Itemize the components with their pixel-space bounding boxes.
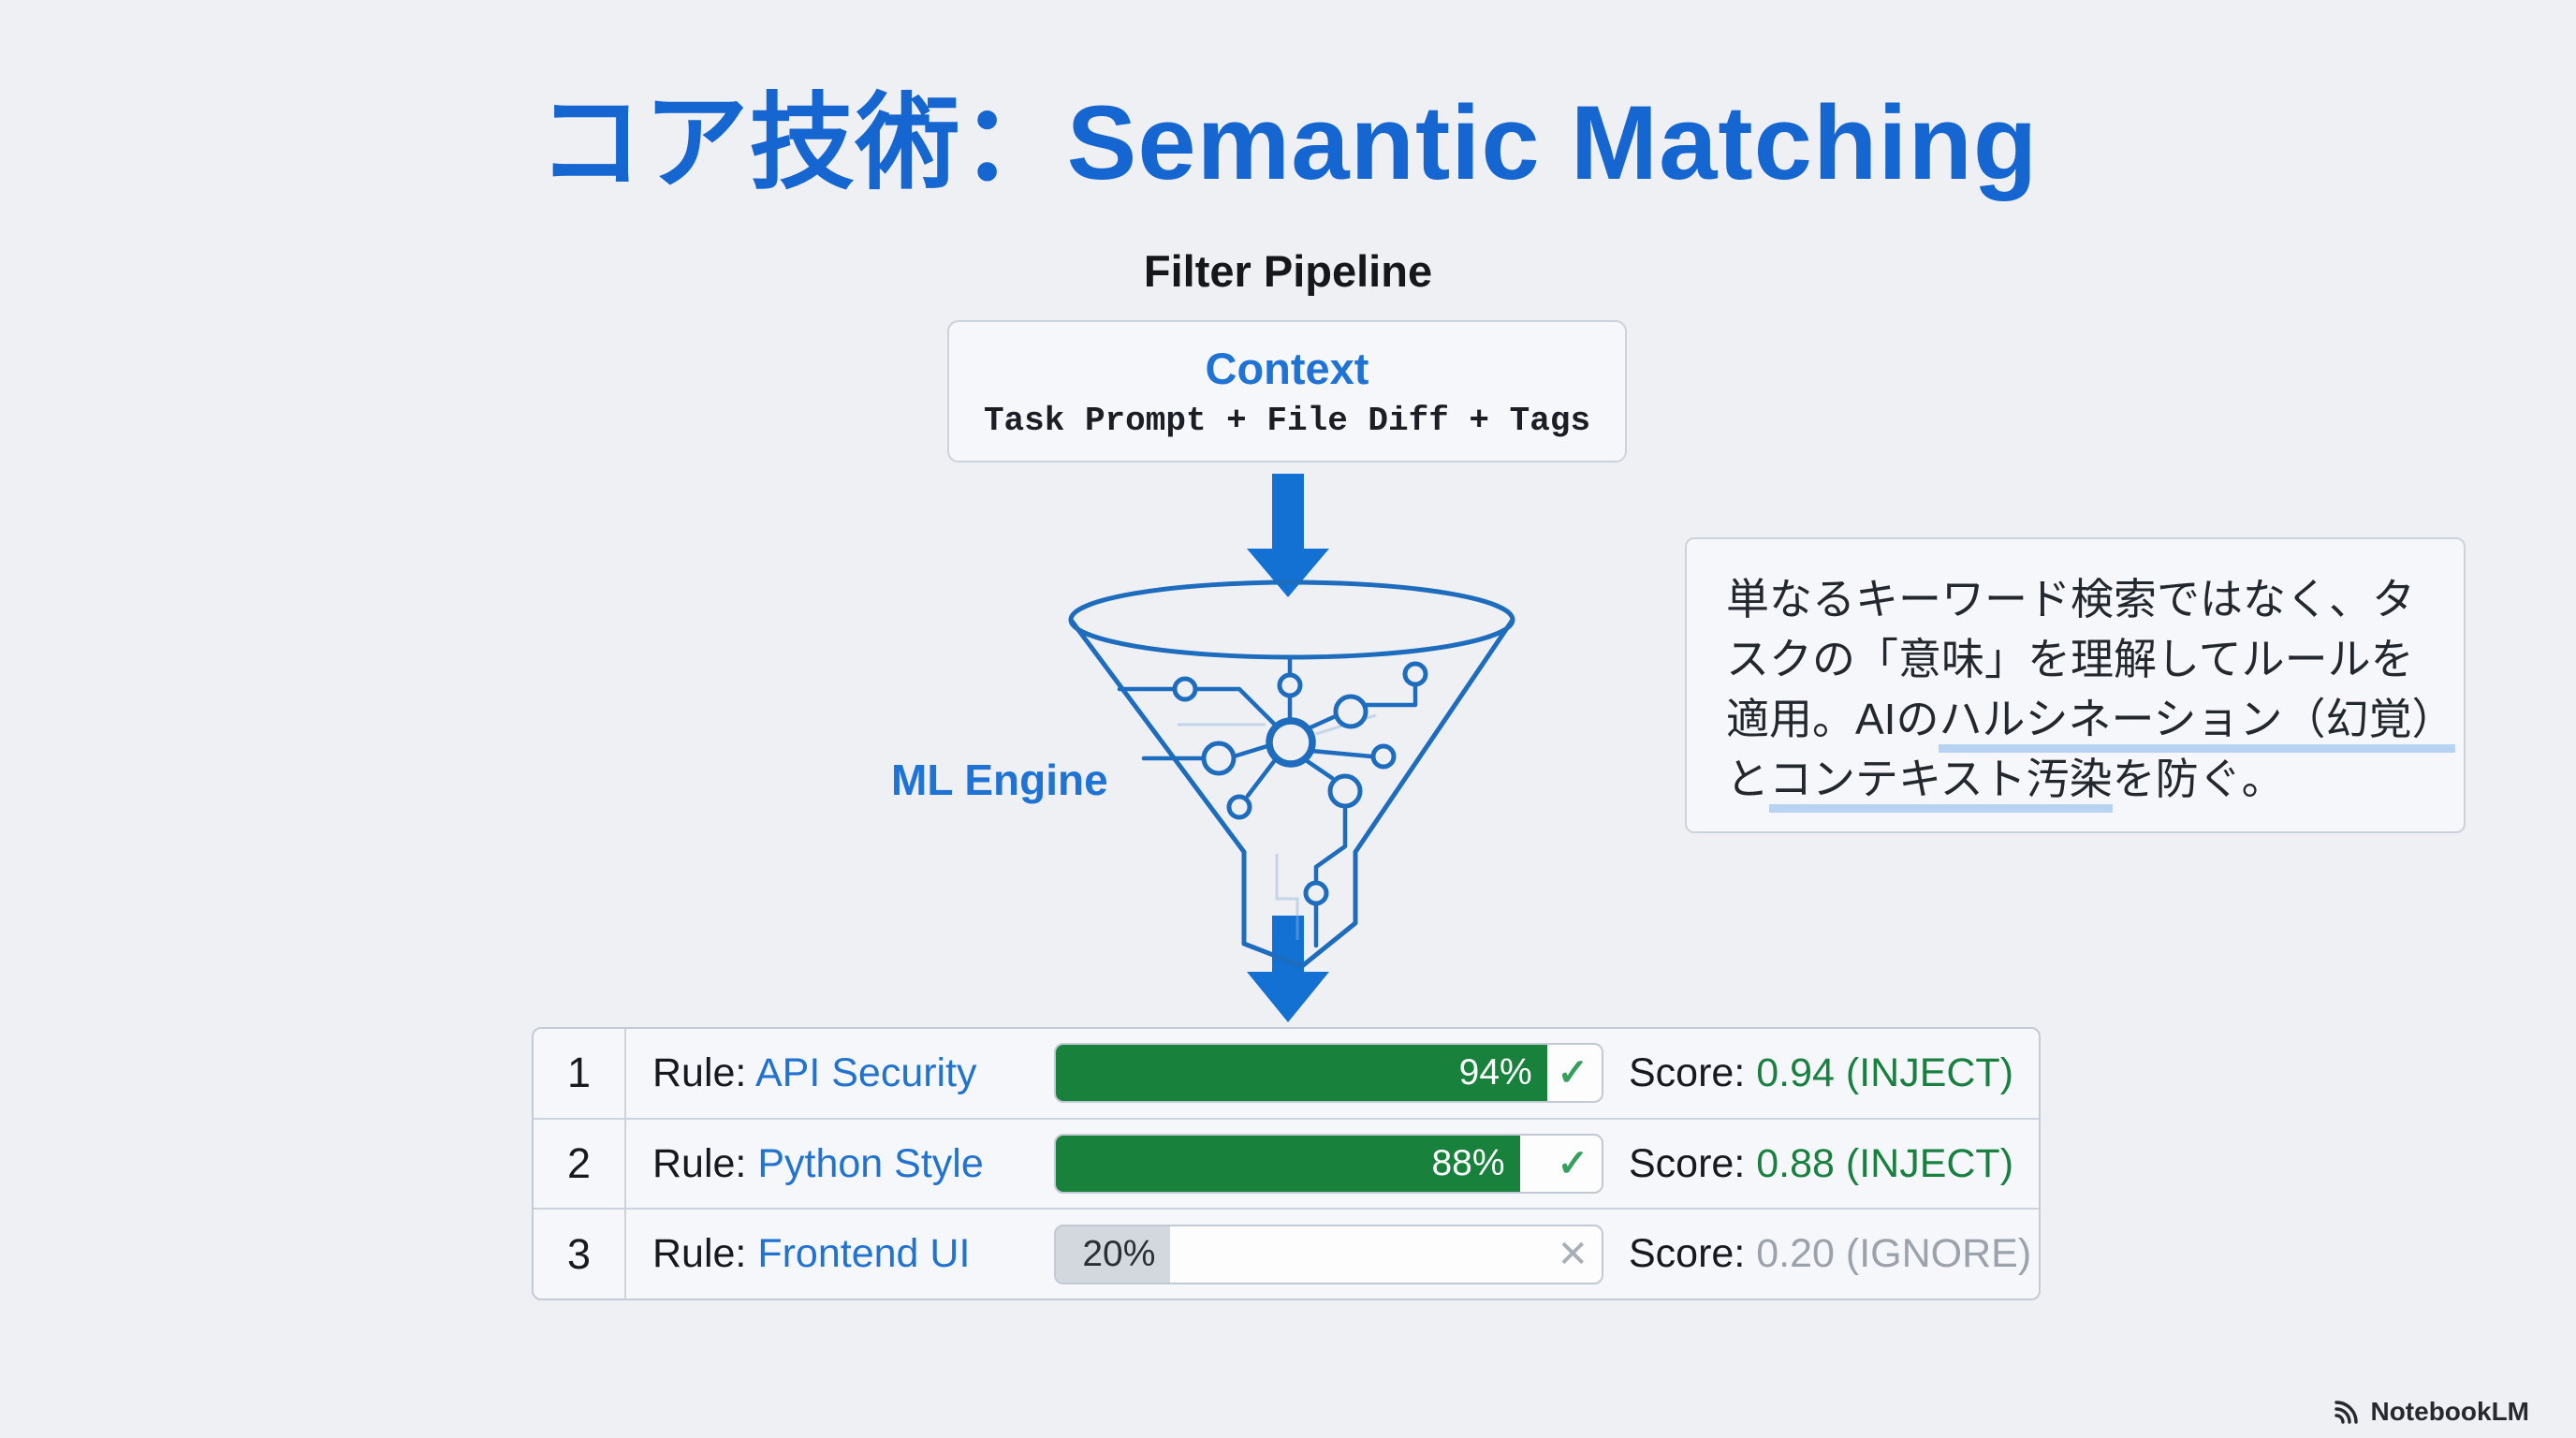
table-row: 2 Rule: Python Style 88% ✓ Score: 0.88 (… — [534, 1119, 2039, 1211]
page-title: コア技術：Semantic Matching — [537, 84, 2039, 201]
match-bar-cell: 94% ✓ — [1054, 1043, 1608, 1104]
progress-track: 20% ✕ — [1054, 1224, 1603, 1284]
results-table: 1 Rule: API Security 94% ✓ Score: 0.94 (… — [532, 1027, 2041, 1300]
progress-track: 94% ✓ — [1054, 1043, 1603, 1104]
score-value: 0.94 (INJECT) — [1756, 1049, 2014, 1095]
x-icon: ✕ — [1557, 1233, 1588, 1275]
progress-fill: 20% — [1056, 1225, 1171, 1283]
rule-name: API Security — [754, 1049, 977, 1095]
notebooklm-logo-text: NotebookLM — [2370, 1397, 2529, 1426]
info-callout: 単なるキーワード検索ではなく、タ スクの「意味」を理解してルールを 適用。AIの… — [1685, 537, 2466, 833]
rule-label: Rule: — [652, 1140, 747, 1186]
score-label: Score: — [1629, 1231, 1746, 1277]
rule-name: Python Style — [757, 1140, 984, 1186]
progress-fill: 88% — [1056, 1136, 1520, 1192]
rule-cell: Rule: API Security — [626, 1050, 1054, 1096]
funnel-icon — [1065, 573, 1518, 982]
context-box-title: Context — [1205, 344, 1369, 393]
rule-label: Rule: — [652, 1049, 747, 1095]
rule-cell: Rule: Frontend UI — [626, 1231, 1054, 1277]
score-cell: Score: 0.88 (INJECT) — [1608, 1141, 2013, 1187]
score-value: 0.20 (IGNORE) — [1756, 1231, 2032, 1277]
check-icon: ✓ — [1557, 1052, 1588, 1094]
score-label: Score: — [1629, 1140, 1746, 1186]
info-line: 単なるキーワード検索ではなく、タ — [1726, 575, 2415, 624]
row-index: 3 — [534, 1210, 626, 1299]
highlighted-text: コンテキスト汚染 — [1769, 755, 2113, 813]
notebooklm-logo-icon — [2334, 1401, 2359, 1424]
row-index: 1 — [534, 1029, 626, 1118]
score-value: 0.88 (INJECT) — [1756, 1140, 2014, 1186]
down-arrow-icon — [1247, 916, 1329, 1022]
down-arrow-icon — [1247, 474, 1329, 597]
row-index: 2 — [534, 1119, 626, 1209]
rule-cell: Rule: Python Style — [626, 1141, 1054, 1187]
highlighted-text: ハルシネーション（幻覚） — [1939, 695, 2455, 753]
rule-label: Rule: — [652, 1231, 747, 1277]
info-line: スクの「意味」を理解してルールを — [1726, 635, 2414, 683]
progress-fill: 94% — [1056, 1045, 1547, 1102]
info-line: とコンテキスト汚染を防ぐ。 — [1726, 749, 2424, 813]
context-box-subtitle: Task Prompt + File Diff + Tags — [983, 402, 1591, 440]
match-bar-cell: 20% ✕ — [1054, 1224, 1608, 1284]
percent-label: 94% — [1458, 1052, 1532, 1093]
table-row: 3 Rule: Frontend UI 20% ✕ Score: 0.20 (I… — [534, 1210, 2039, 1299]
rule-name: Frontend UI — [757, 1231, 971, 1277]
progress-track: 88% ✓ — [1054, 1134, 1603, 1194]
percent-label: 20% — [1082, 1233, 1156, 1274]
context-box: Context Task Prompt + File Diff + Tags — [947, 320, 1627, 462]
score-cell: Score: 0.20 (IGNORE) — [1608, 1231, 2031, 1277]
pipeline-heading: Filter Pipeline — [1143, 246, 1433, 296]
check-icon: ✓ — [1557, 1143, 1588, 1184]
notebooklm-watermark: NotebookLM — [2330, 1397, 2529, 1427]
ml-engine-label: ML Engine — [891, 756, 1108, 804]
match-bar-cell: 88% ✓ — [1054, 1134, 1608, 1194]
table-row: 1 Rule: API Security 94% ✓ Score: 0.94 (… — [534, 1029, 2039, 1120]
info-line: 適用。AIのハルシネーション（幻覚） — [1726, 689, 2455, 753]
score-label: Score: — [1629, 1049, 1746, 1095]
score-cell: Score: 0.94 (INJECT) — [1608, 1050, 2013, 1096]
percent-label: 88% — [1431, 1143, 1505, 1183]
